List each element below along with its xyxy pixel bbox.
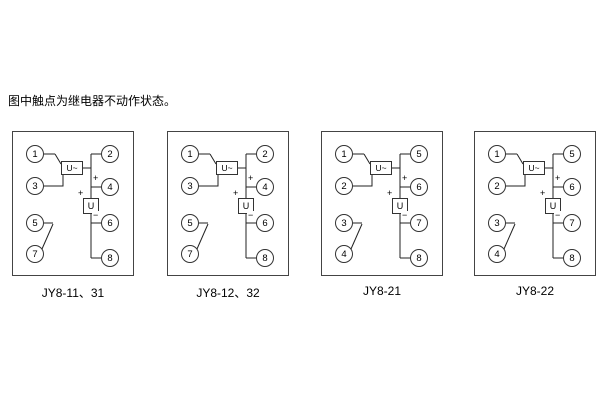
- ac-voltage-element-box: U~: [61, 161, 83, 175]
- terminal: 5: [563, 145, 581, 163]
- contact-blade-top: [54, 153, 62, 165]
- ac-voltage-element-box: U~: [523, 161, 545, 175]
- terminal: 8: [563, 249, 581, 267]
- terminal: 8: [256, 249, 274, 267]
- relay-outline: 1 2 3 4 5 6 7 8 U~ U + + −: [474, 131, 596, 276]
- contact-blade-top: [516, 153, 524, 165]
- terminal: 3: [488, 214, 506, 232]
- polarity-minus: −: [247, 210, 255, 220]
- polarity-plus-terminal: +: [92, 173, 100, 183]
- polarity-plus-box: +: [77, 188, 85, 198]
- terminal: 8: [101, 249, 119, 267]
- terminal: 4: [488, 245, 506, 263]
- terminal: 7: [26, 245, 44, 263]
- diagram-note: 图中触点为继电器不动作状态。: [8, 94, 177, 108]
- polarity-minus: −: [554, 210, 562, 220]
- terminal: 3: [181, 177, 199, 195]
- executive-element-box: U: [392, 198, 408, 214]
- terminal: 3: [26, 177, 44, 195]
- terminal: 1: [335, 145, 353, 163]
- panel-caption: JY8-12、32: [196, 286, 260, 300]
- relay-outline: 1 3 5 7 2 4 6 8 U~ U + + −: [12, 131, 134, 276]
- lead-row2: [353, 175, 373, 187]
- polarity-plus-terminal: +: [401, 173, 409, 183]
- terminal: 7: [181, 245, 199, 263]
- terminal: 2: [101, 145, 119, 163]
- panel-jy8-12-32: 1 3 5 7 2 4 6 8 U~ U + + − JY8-12、32: [167, 131, 289, 306]
- contact-blade-bottom: [41, 223, 54, 250]
- polarity-plus-box: +: [232, 188, 240, 198]
- panel-jy8-21: 1 2 3 4 5 6 7 8 U~ U + + − JY8-21: [321, 131, 443, 306]
- terminal: 5: [26, 214, 44, 232]
- panel-jy8-11-31: 1 3 5 7 2 4 6 8 U~ U + + − JY8-11、31: [12, 131, 134, 306]
- lead-row2: [44, 175, 64, 187]
- polarity-plus-box: +: [386, 188, 394, 198]
- lead-row2: [506, 175, 526, 187]
- polarity-plus-terminal: +: [247, 173, 255, 183]
- terminal: 6: [256, 214, 274, 232]
- contact-blade-top: [363, 153, 371, 165]
- terminal: 7: [410, 214, 428, 232]
- panel-caption: JY8-22: [515, 284, 555, 298]
- terminal: 4: [256, 178, 274, 196]
- contact-blade-top: [209, 153, 217, 165]
- terminal: 6: [563, 178, 581, 196]
- executive-element-box: U: [545, 198, 561, 214]
- panel-jy8-22: 1 2 3 4 5 6 7 8 U~ U + + − JY8-22: [474, 131, 596, 306]
- terminal: 1: [488, 145, 506, 163]
- polarity-plus-terminal: +: [554, 173, 562, 183]
- contact-blade-bottom: [196, 223, 209, 250]
- terminal: 4: [101, 178, 119, 196]
- panel-caption: JY8-11、31: [41, 286, 105, 300]
- terminal: 7: [563, 214, 581, 232]
- terminal: 4: [335, 245, 353, 263]
- ac-voltage-element-box: U~: [370, 161, 392, 175]
- terminal: 1: [26, 145, 44, 163]
- terminal: 2: [335, 177, 353, 195]
- relay-outline: 1 3 5 7 2 4 6 8 U~ U + + −: [167, 131, 289, 276]
- polarity-minus: −: [401, 210, 409, 220]
- executive-element-box: U: [83, 198, 99, 214]
- ac-voltage-element-box: U~: [216, 161, 238, 175]
- terminal: 2: [256, 145, 274, 163]
- terminal: 6: [101, 214, 119, 232]
- panel-caption: JY8-21: [362, 284, 402, 298]
- contact-blade-bottom: [350, 223, 363, 250]
- relay-outline: 1 2 3 4 5 6 7 8 U~ U + + −: [321, 131, 443, 276]
- terminal: 2: [488, 177, 506, 195]
- polarity-minus: −: [92, 210, 100, 220]
- terminal: 5: [181, 214, 199, 232]
- lead-row2: [199, 175, 219, 187]
- terminal: 8: [410, 249, 428, 267]
- terminal: 6: [410, 178, 428, 196]
- terminal: 1: [181, 145, 199, 163]
- terminal: 5: [410, 145, 428, 163]
- terminal: 3: [335, 214, 353, 232]
- executive-element-box: U: [238, 198, 254, 214]
- contact-blade-bottom: [503, 223, 516, 250]
- polarity-plus-box: +: [539, 188, 547, 198]
